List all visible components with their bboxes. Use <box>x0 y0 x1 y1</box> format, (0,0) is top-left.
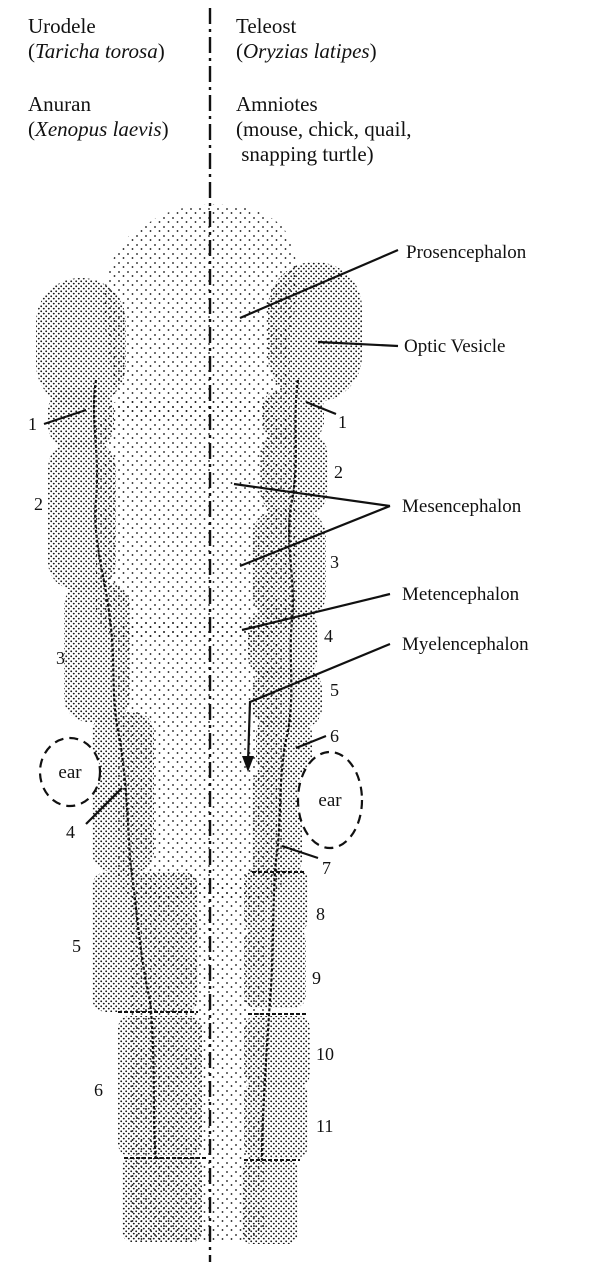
header-anuran: Anuran (Xenopus laevis) <box>28 92 169 141</box>
cross-boundaries <box>118 871 308 1161</box>
right-number-5: 5 <box>330 680 339 700</box>
right-number-2: 2 <box>334 462 343 482</box>
right-number-1: 1 <box>338 412 347 432</box>
left-tick-1 <box>43 408 87 426</box>
right-number-7: 7 <box>322 858 331 878</box>
left-numbers: 1 2 3 4 5 6 <box>28 414 103 1100</box>
mesencephalon-leader-a <box>233 482 391 508</box>
left-number-5: 5 <box>72 936 81 956</box>
right-tick-6 <box>295 734 327 750</box>
header-amniotes: Amniotes (mouse, chick, quail, snapping … <box>236 92 412 166</box>
left-optic-vesicle-shape <box>36 278 126 408</box>
left-ear-outline <box>38 736 102 808</box>
amniotes-species-line2: snapping turtle <box>241 142 367 166</box>
mesencephalon-region <box>96 400 296 640</box>
right-numbers: 1 2 3 4 5 6 7 8 9 10 11 <box>312 412 347 1136</box>
right-number-3: 3 <box>330 552 339 572</box>
hindbrain-region <box>118 620 282 900</box>
left-boundary-line <box>92 379 158 1161</box>
boundary-lines <box>92 379 300 1161</box>
left-number-6: 6 <box>94 1080 103 1100</box>
left-number-4: 4 <box>66 822 75 842</box>
right-number-6: 6 <box>330 726 339 746</box>
prosencephalon-leader <box>239 248 399 320</box>
leader-lines <box>43 248 399 860</box>
mesencephalon-leader-b <box>239 504 391 568</box>
metencephalon-leader <box>241 592 391 632</box>
right-ear-label: ear <box>318 790 342 811</box>
right-number-11: 11 <box>316 1116 333 1136</box>
left-number-3: 3 <box>56 648 65 668</box>
anuran-name: Anuran <box>28 92 91 116</box>
amniotes-name: Amniotes <box>236 92 318 116</box>
right-tick-1 <box>305 400 337 416</box>
label-metencephalon: Metencephalon <box>402 584 520 605</box>
left-ear-label: ear <box>58 762 82 783</box>
header-teleost: Teleost (Oryzias latipes) <box>236 14 377 63</box>
teleost-name: Teleost <box>236 14 297 38</box>
right-tick-7 <box>281 844 319 860</box>
right-number-9: 9 <box>312 968 321 988</box>
label-optic-vesicle: Optic Vesicle <box>404 336 506 357</box>
amniotes-species-line1: mouse, chick, quail, <box>243 117 412 141</box>
label-prosencephalon: Prosencephalon <box>406 242 527 263</box>
neural-tube <box>96 204 298 1240</box>
myelencephalon-leader <box>246 642 391 763</box>
right-number-4: 4 <box>324 626 333 646</box>
left-tick-4 <box>85 787 123 825</box>
urodele-species: Taricha torosa <box>35 39 158 63</box>
right-boundary-line <box>260 379 300 1161</box>
teleost-species: Oryzias latipes <box>243 39 370 63</box>
myelencephalon-arrowhead <box>242 756 254 772</box>
right-number-10: 10 <box>316 1044 334 1064</box>
prosencephalon-region <box>103 204 298 420</box>
right-number-8: 8 <box>316 904 325 924</box>
anuran-species: Xenopus laevis <box>35 117 162 141</box>
header-urodele: Urodele (Taricha torosa) <box>28 14 165 63</box>
optic-vesicle-leader <box>317 340 399 348</box>
left-number-2: 2 <box>34 494 43 514</box>
right-ear-outline <box>296 750 364 850</box>
left-number-1: 1 <box>28 414 37 434</box>
label-myelencephalon: Myelencephalon <box>402 634 529 655</box>
spinal-region <box>130 880 264 1240</box>
label-mesencephalon: Mesencephalon <box>402 496 522 517</box>
urodele-name: Urodele <box>28 14 96 38</box>
